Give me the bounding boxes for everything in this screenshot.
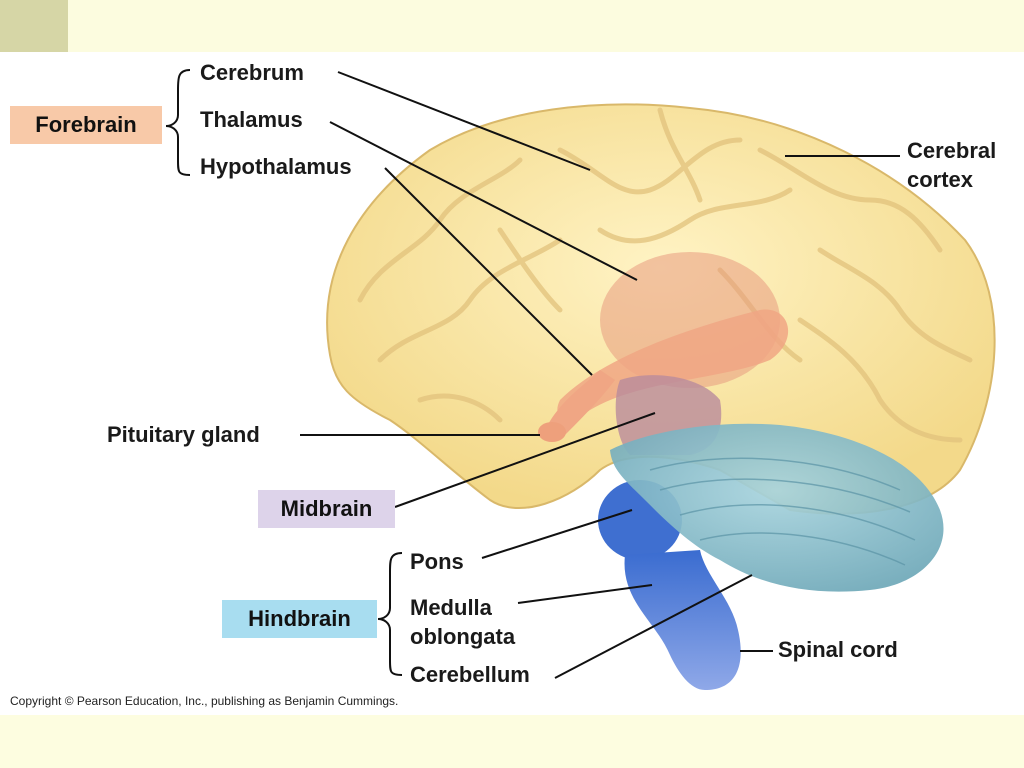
label-cerebral-cortex-line2: cortex: [907, 167, 974, 192]
hindbrain-box: Hindbrain: [222, 600, 377, 638]
label-medulla-line2: oblongata: [410, 624, 516, 649]
slide-top-band: [0, 0, 1024, 52]
label-thalamus: Thalamus: [200, 107, 303, 132]
slide-corner-accent: [0, 0, 68, 52]
hindbrain-brace: [377, 552, 403, 676]
label-medulla-line1: Medulla: [410, 595, 492, 620]
label-pituitary-gland: Pituitary gland: [107, 422, 260, 447]
forebrain-brace: [165, 69, 191, 176]
label-hypothalamus: Hypothalamus: [200, 154, 352, 179]
cerebellum-folia: [649, 457, 916, 566]
fornix-band: [557, 309, 789, 419]
midbrain-box: Midbrain: [258, 490, 395, 528]
copyright-notice: Copyright © Pearson Education, Inc., pub…: [10, 694, 399, 708]
pituitary-stalk: [545, 370, 615, 440]
label-cerebellum: Cerebellum: [410, 662, 530, 687]
cerebellum-shape: [610, 423, 944, 592]
forebrain-box: Forebrain: [10, 106, 162, 144]
label-cerebrum: Cerebrum: [200, 60, 304, 85]
label-cerebral-cortex-line1: Cerebral: [907, 138, 997, 163]
slide-bottom-band: [0, 715, 1024, 768]
leader-lines: [300, 71, 900, 679]
label-spinal-cord: Spinal cord: [778, 637, 898, 662]
label-pons: Pons: [410, 549, 464, 574]
brainstem-shape: [624, 550, 741, 690]
pituitary-body: [538, 422, 566, 442]
